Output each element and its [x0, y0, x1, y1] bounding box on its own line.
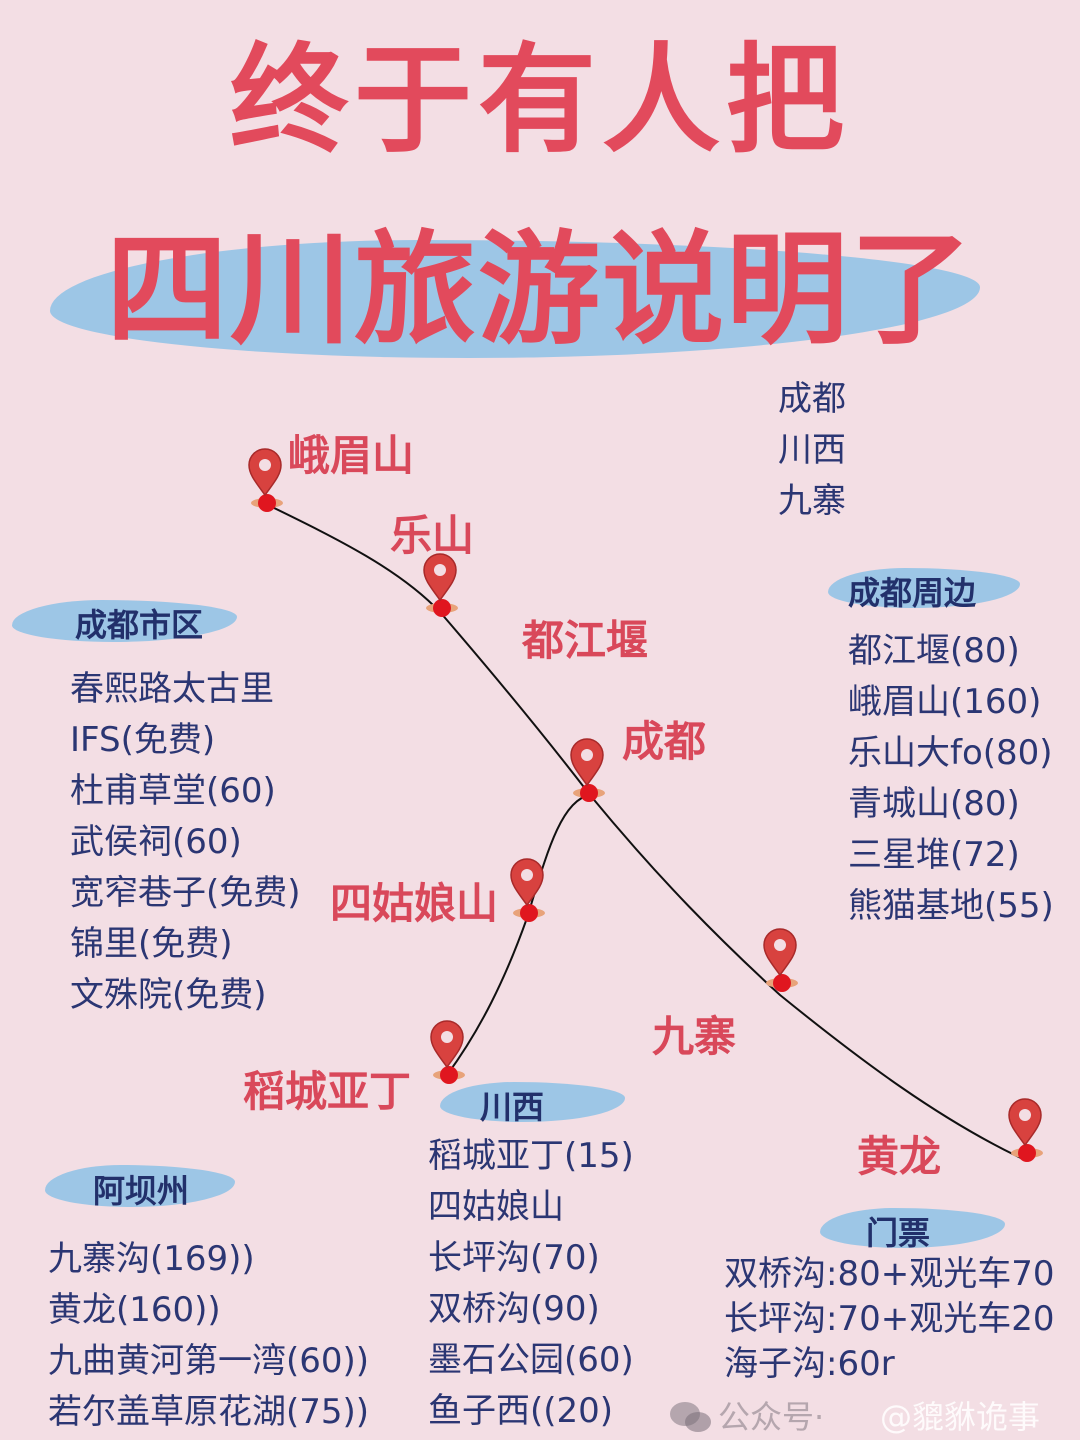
tickets-list: 双桥沟:80+观光车70 长坪沟:70+观光车20 海子沟:60r: [724, 1252, 1054, 1387]
list-item: 乐山大fo(80): [848, 733, 1053, 773]
map-pin-icon: [507, 855, 547, 925]
map-pin-icon: [245, 445, 285, 515]
place-label: 成都: [622, 717, 707, 766]
route-line-main: [267, 504, 1026, 1161]
list-item: 若尔盖草原花湖(75)): [48, 1392, 370, 1432]
list-item: 墨石公园(60): [428, 1340, 634, 1380]
list-item: 九曲黄河第一湾(60)): [48, 1341, 370, 1381]
list-item: 海子沟:60r: [724, 1344, 895, 1384]
section-header-chengdu-around: 成都周边: [848, 574, 977, 612]
list-item: 九寨沟(169)): [48, 1239, 255, 1279]
watermark-left: 公众号·: [718, 1398, 825, 1436]
map-pin-icon: [567, 735, 607, 805]
list-item: 双桥沟:80+观光车70: [724, 1254, 1055, 1294]
list-item: 双桥沟(90): [428, 1289, 600, 1329]
place-label: 都江堰: [522, 616, 649, 665]
list-item: 锦里(免费): [70, 924, 233, 964]
route-line-west: [446, 794, 591, 1076]
place-label: 九寨: [652, 1012, 737, 1061]
title-line-1: 终于有人把: [229, 31, 850, 169]
list-item: 四姑娘山: [428, 1187, 564, 1227]
map-pin-icon: [427, 1017, 467, 1087]
list-item: 杜甫草堂(60): [70, 771, 276, 811]
place-label: 黄龙: [857, 1132, 942, 1181]
section-header-aba: 阿坝州: [93, 1172, 190, 1210]
chuanxi-list: 稻城亚丁(15) 四姑娘山 长坪沟(70) 双桥沟(90) 墨石公园(60) 鱼…: [428, 1131, 634, 1437]
list-item: 稻城亚丁(15): [428, 1136, 634, 1176]
aba-list: 九寨沟(169)) 黄龙(160)) 九曲黄河第一湾(60)) 若尔盖草原花湖(…: [48, 1234, 369, 1438]
place-label: 峨眉山: [288, 431, 415, 480]
map-pin-icon: [760, 925, 800, 995]
list-item: 鱼子西((20): [428, 1391, 614, 1431]
wechat-icon: [668, 1400, 712, 1434]
list-item: 青城山(80): [848, 784, 1020, 824]
section-header-tickets: 门票: [866, 1214, 931, 1252]
section-header-chuanxi: 川西: [480, 1088, 545, 1126]
chengdu-around-list: 都江堰(80) 峨眉山(160) 乐山大fo(80) 青城山(80) 三星堆(7…: [848, 626, 1054, 932]
list-item: 熊猫基地(55): [848, 886, 1054, 926]
list-item: 长坪沟(70): [428, 1238, 600, 1278]
list-item: IFS(免费): [70, 720, 216, 760]
list-item: 峨眉山(160): [848, 682, 1042, 722]
map-pin-icon: [1005, 1095, 1045, 1165]
list-item: 三星堆(72): [848, 835, 1020, 875]
route-legend: 成都 川西 九寨: [778, 374, 846, 527]
place-label: 乐山: [390, 511, 475, 560]
legend-item: 川西: [778, 430, 846, 470]
list-item: 宽窄巷子(免费): [70, 873, 301, 913]
list-item: 武侯祠(60): [70, 822, 242, 862]
section-header-chengdu-city: 成都市区: [75, 606, 204, 644]
list-item: 黄龙(160)): [48, 1290, 221, 1330]
legend-item: 九寨: [778, 481, 846, 521]
list-item: 都江堰(80): [848, 631, 1020, 671]
watermark-right: @貔貅诡事: [880, 1398, 1041, 1436]
place-label: 稻城亚丁: [243, 1067, 412, 1116]
map-pin-icon: [420, 550, 460, 620]
legend-item: 成都: [778, 379, 846, 419]
place-label: 四姑娘山: [330, 879, 499, 928]
list-item: 春熙路太古里: [70, 669, 274, 709]
list-item: 文殊院(免费): [70, 975, 267, 1015]
list-item: 长坪沟:70+观光车20: [724, 1299, 1055, 1339]
chengdu-city-list: 春熙路太古里 IFS(免费) 杜甫草堂(60) 武侯祠(60) 宽窄巷子(免费)…: [70, 664, 301, 1021]
title-line-2: 四川旅游说明了: [106, 219, 974, 361]
